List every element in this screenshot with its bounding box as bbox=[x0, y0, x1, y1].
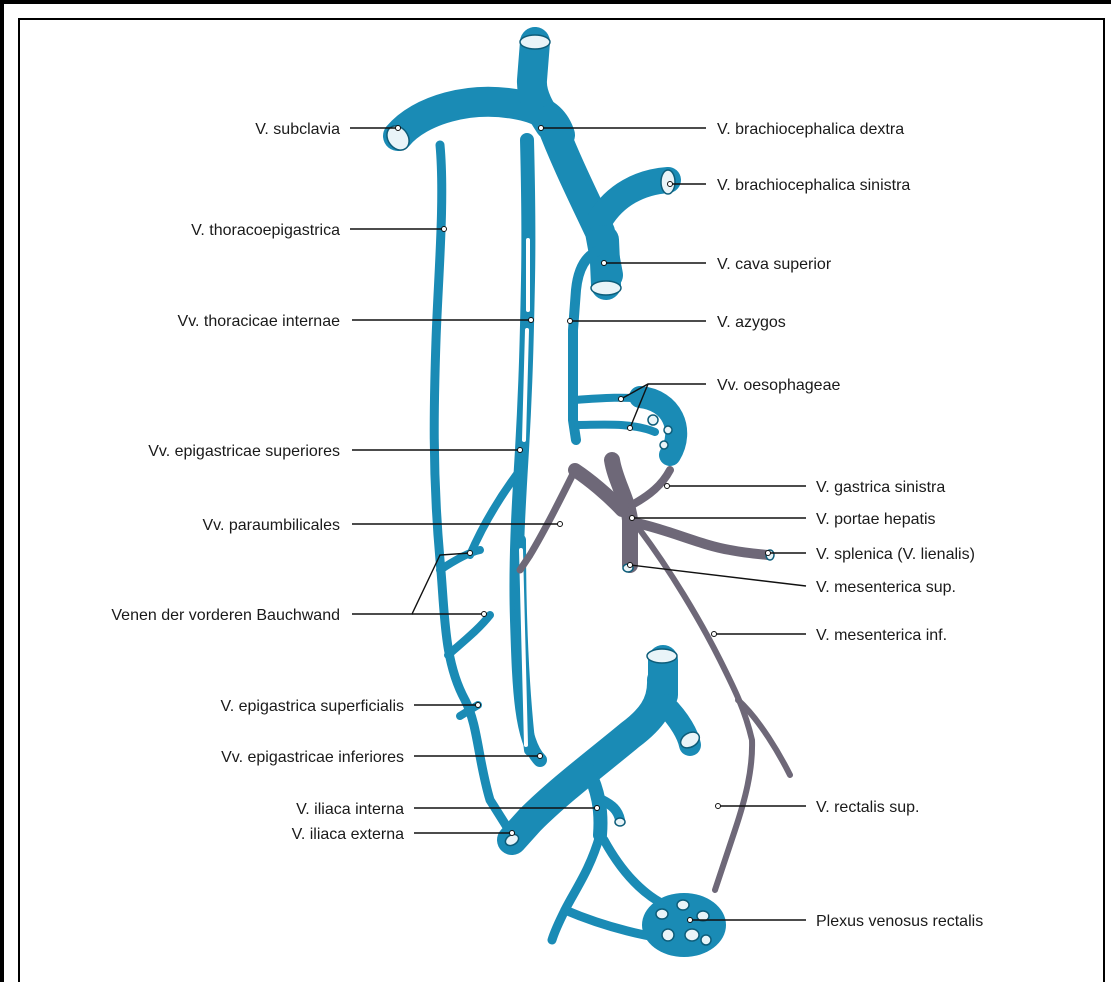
label-thoracicae-internae: Vv. thoracicae internae bbox=[178, 313, 341, 330]
dot-brachiocephalica-dextra bbox=[539, 126, 544, 131]
label-bauchwand: Venen der vorderen Bauchwand bbox=[111, 607, 340, 624]
label-gastrica-sinistra: V. gastrica sinistra bbox=[816, 479, 945, 496]
dot-bauchwand-2 bbox=[482, 612, 487, 617]
rectal-plexus-hole-4 bbox=[662, 929, 674, 941]
iliac-top-lumen bbox=[647, 649, 677, 663]
abdominal-wall-vein-2 bbox=[448, 615, 490, 655]
dot-portae-hepatis bbox=[630, 516, 635, 521]
label-mesenterica-sup: V. mesenterica sup. bbox=[816, 579, 956, 596]
dot-gastrica-sinistra bbox=[665, 484, 670, 489]
dot-oesophageae-1 bbox=[619, 397, 624, 402]
dot-epigastricae-superiores bbox=[518, 448, 523, 453]
dot-paraumbilicales bbox=[558, 522, 563, 527]
oesophageal-bridge-lower bbox=[578, 425, 655, 432]
label-plexus-rectalis: Plexus venosus rectalis bbox=[816, 913, 983, 930]
right-labels: V. brachiocephalica dextra V. brachiocep… bbox=[717, 121, 983, 930]
dot-epigastrica-superficialis bbox=[476, 703, 481, 708]
jugular-lumen bbox=[520, 35, 550, 49]
dot-plexus-rectalis bbox=[688, 918, 693, 923]
label-epigastricae-superiores: Vv. epigastricae superiores bbox=[148, 443, 340, 460]
dot-brachiocephalica-sinistra bbox=[668, 182, 673, 187]
rectal-plexus-hole-5 bbox=[685, 929, 699, 941]
plexus-hole-1 bbox=[648, 415, 658, 425]
paraumbilical-veins bbox=[520, 470, 575, 570]
label-rectalis-sup: V. rectalis sup. bbox=[816, 799, 919, 816]
thoracoepigastrica-vein bbox=[434, 145, 512, 835]
plexus-hole-3 bbox=[660, 441, 668, 449]
dot-thoracicae-internae bbox=[529, 318, 534, 323]
label-iliaca-externa: V. iliaca externa bbox=[292, 826, 404, 843]
label-iliaca-interna: V. iliaca interna bbox=[296, 801, 404, 818]
leader-mesenterica-sup bbox=[630, 565, 806, 586]
dot-mesenterica-inf bbox=[712, 632, 717, 637]
plexus-hole-2 bbox=[664, 426, 672, 434]
label-cava-superior: V. cava superior bbox=[717, 256, 832, 273]
label-brachiocephalica-sinistra: V. brachiocephalica sinistra bbox=[717, 177, 910, 194]
label-azygos: V. azygos bbox=[717, 314, 786, 331]
dot-oesophageae-2 bbox=[628, 426, 633, 431]
rectal-vein-right bbox=[604, 840, 665, 905]
dot-thoracoepigastrica bbox=[442, 227, 447, 232]
rectal-plexus-hole-2 bbox=[677, 900, 689, 910]
gastrica-sinistra-vein bbox=[632, 470, 670, 505]
dot-epigastricae-inferiores bbox=[538, 754, 543, 759]
dot-iliaca-externa bbox=[510, 831, 515, 836]
dot-azygos bbox=[568, 319, 573, 324]
mesenterica-inf-branch bbox=[738, 700, 790, 775]
dot-cava-superior bbox=[602, 261, 607, 266]
label-subclavia: V. subclavia bbox=[255, 121, 340, 138]
label-epigastricae-inferiores: Vv. epigastricae inferiores bbox=[221, 749, 404, 766]
leader-lines bbox=[350, 128, 806, 920]
dot-subclavia bbox=[396, 126, 401, 131]
label-portae-hepatis: V. portae hepatis bbox=[816, 511, 936, 528]
dot-bauchwand-1 bbox=[468, 551, 473, 556]
label-mesenterica-inf: V. mesenterica inf. bbox=[816, 627, 947, 644]
dot-iliaca-interna bbox=[595, 806, 600, 811]
label-splenica: V. splenica (V. lienalis) bbox=[816, 546, 975, 563]
rectal-plexus-hole-6 bbox=[701, 935, 711, 945]
label-paraumbilicales: Vv. paraumbilicales bbox=[202, 517, 340, 534]
dot-splenica bbox=[766, 551, 771, 556]
label-brachiocephalica-dextra: V. brachiocephalica dextra bbox=[717, 121, 904, 138]
label-oesophageae: Vv. oesophageae bbox=[717, 377, 840, 394]
rectal-plexus-hole-1 bbox=[656, 909, 668, 919]
brachiocephalica-sinistra bbox=[600, 180, 668, 220]
dot-rectalis-sup bbox=[716, 804, 721, 809]
label-epigastrica-superficialis: V. epigastrica superficialis bbox=[221, 698, 405, 715]
iliaca-interna-lumen bbox=[615, 818, 625, 826]
label-thoracoepigastrica: V. thoracoepigastrica bbox=[191, 222, 340, 239]
cava-superior-lumen bbox=[591, 281, 621, 295]
dot-mesenterica-sup bbox=[628, 563, 633, 568]
